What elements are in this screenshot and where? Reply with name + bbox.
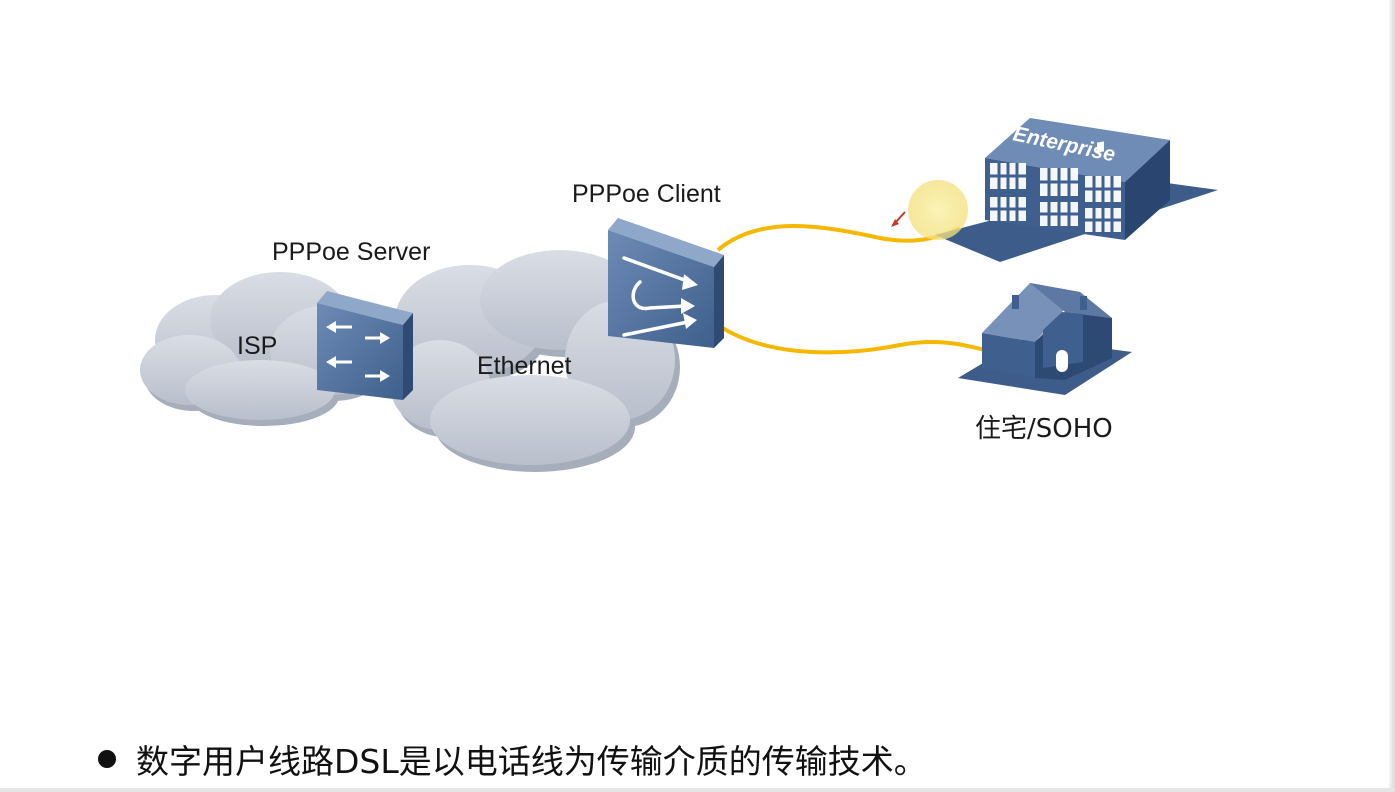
pen-pointer-icon (891, 211, 906, 227)
ethernet-cloud (390, 250, 680, 472)
pointer-highlight (908, 180, 968, 240)
bullet-dot (98, 750, 116, 768)
enterprise-building-icon: Enterprise (935, 118, 1218, 332)
pppoe-server-device (317, 291, 413, 400)
pppoe-client-label: PPPoe Client (572, 180, 721, 208)
home-house-icon (958, 141, 1132, 395)
link-lines (716, 224, 986, 355)
ethernet-label: Ethernet (477, 352, 572, 380)
isp-label: ISP (237, 332, 278, 360)
bullet-point: 数字用户线路DSL是以电话线为传输介质的传输技术。 (98, 735, 927, 783)
residence-label: 住宅/SOHO (975, 414, 1113, 444)
window-edge (1389, 0, 1395, 792)
pppoe-client-device (608, 218, 724, 348)
link-to-home (716, 323, 986, 355)
window-bottom-edge (0, 788, 1395, 792)
pppoe-server-label: PPPoe Server (272, 238, 431, 266)
bullet-text: 数字用户线路DSL是以电话线为传输介质的传输技术。 (136, 742, 927, 781)
